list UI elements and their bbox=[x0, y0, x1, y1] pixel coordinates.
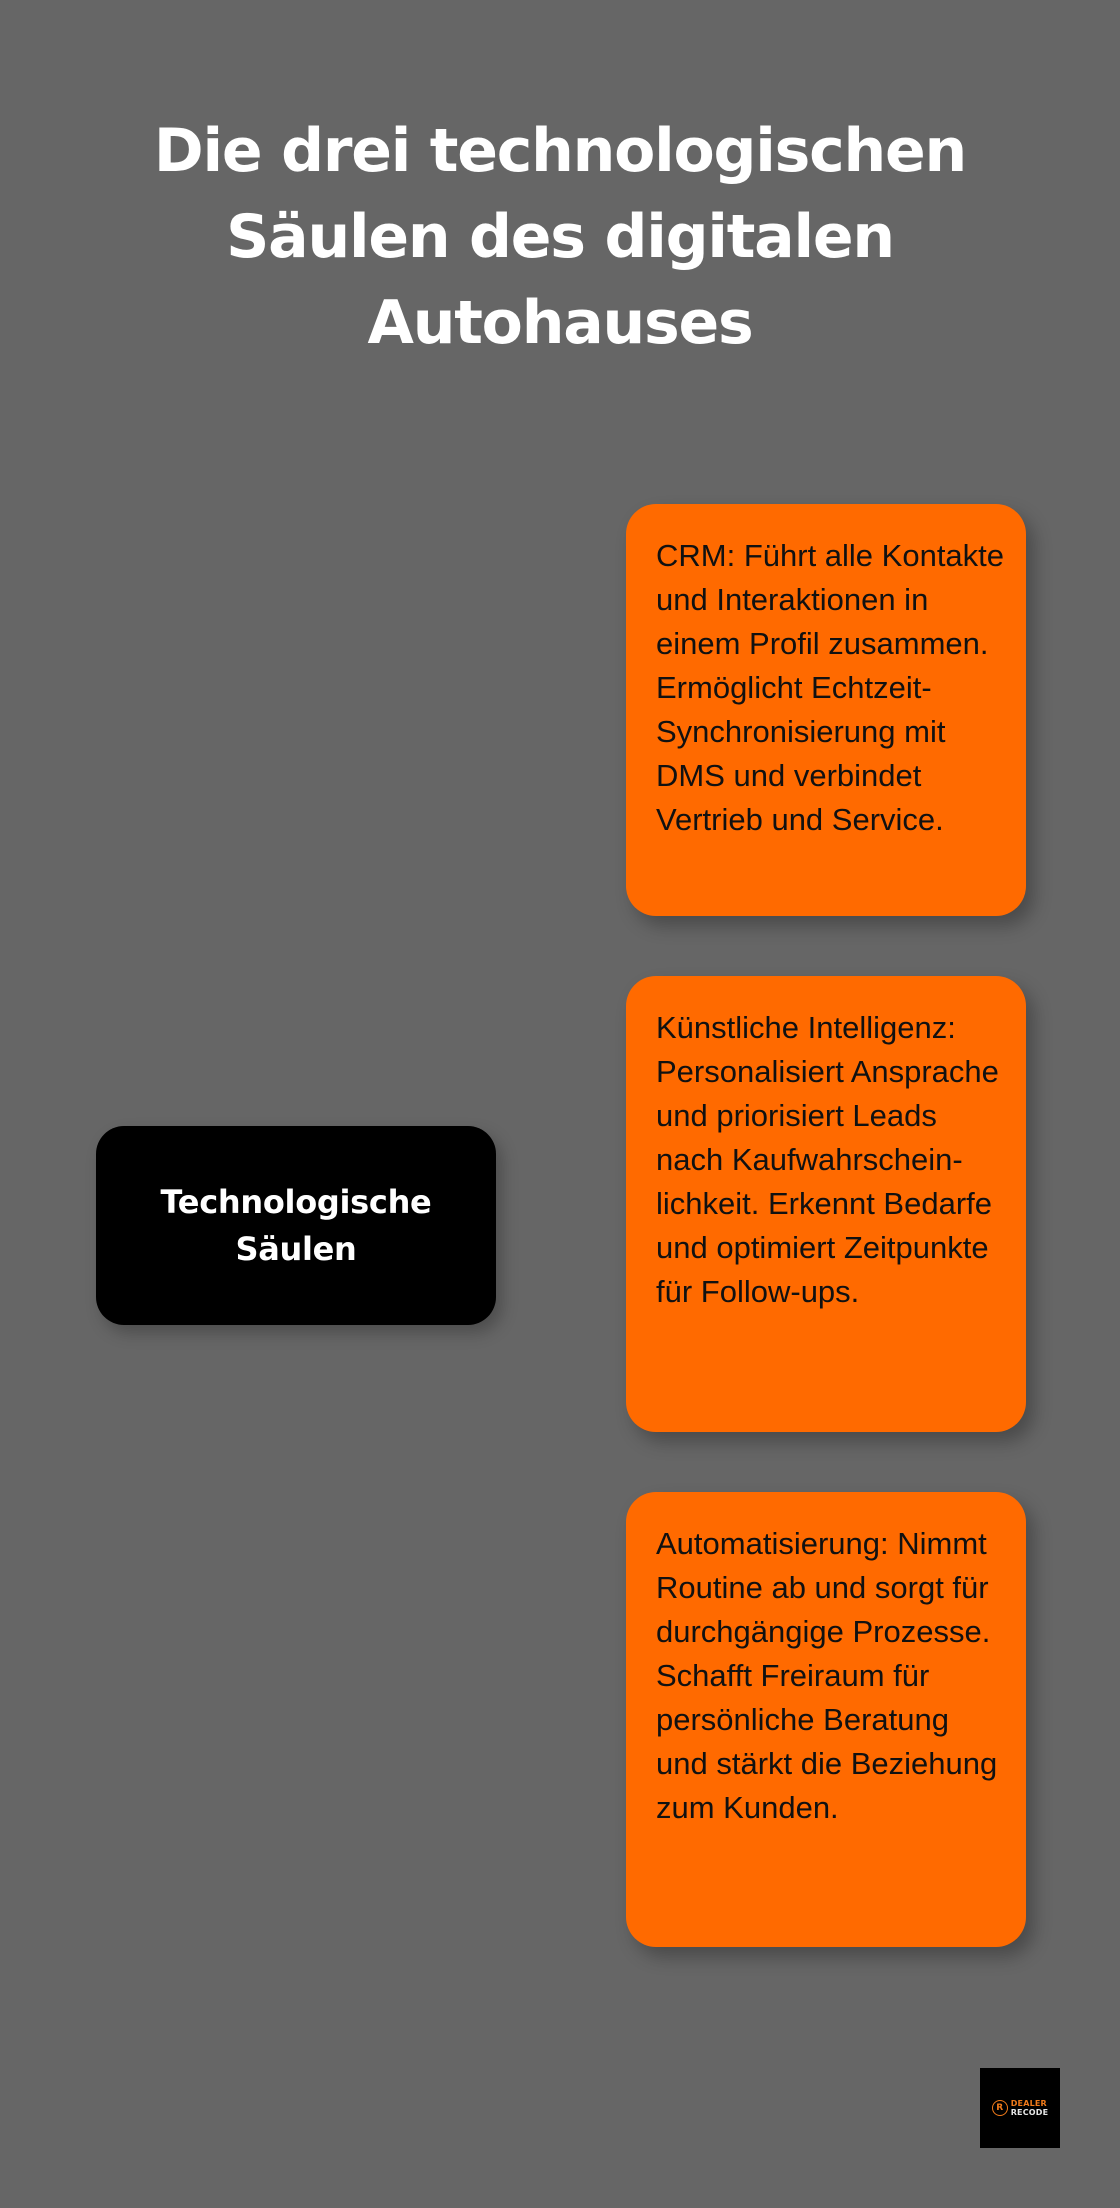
pillar-card-crm: CRM: Führt alle Kontakte und Interaktion… bbox=[626, 504, 1026, 916]
logo-word-dealer: DEALER bbox=[1010, 2099, 1047, 2108]
pillar-card-automation: Automatisierung: Nimmt Routine ab und so… bbox=[626, 1492, 1026, 1947]
logo-word-recode: RECODE bbox=[1010, 2108, 1049, 2117]
title-line-3: Autohauses bbox=[367, 288, 753, 358]
logo-r-circle-icon: R bbox=[991, 2100, 1008, 2116]
title-line-2: Säulen des digitalen bbox=[226, 202, 895, 272]
pillar-card-text: CRM: Führt alle Kontakte und Interaktion… bbox=[656, 538, 1005, 837]
pillar-card-ai: Künstliche Intelligenz: Personalisiert A… bbox=[626, 976, 1026, 1432]
dealer-recode-logo: R DEALER RECODE bbox=[980, 2068, 1060, 2148]
pillar-card-text: Künstliche Intelligenz: Personalisiert A… bbox=[656, 1010, 999, 1309]
pillar-card-text: Automatisierung: Nimmt Routine ab und so… bbox=[656, 1526, 998, 1825]
logo-wordmark: DEALER RECODE bbox=[1011, 2099, 1049, 2117]
page-title: Die drei technologischen Säulen des digi… bbox=[60, 108, 1060, 366]
central-node-label: Technologische Säulen bbox=[160, 1182, 432, 1268]
central-node: Technologische Säulen bbox=[96, 1126, 496, 1325]
title-line-1: Die drei technologischen bbox=[153, 116, 967, 186]
